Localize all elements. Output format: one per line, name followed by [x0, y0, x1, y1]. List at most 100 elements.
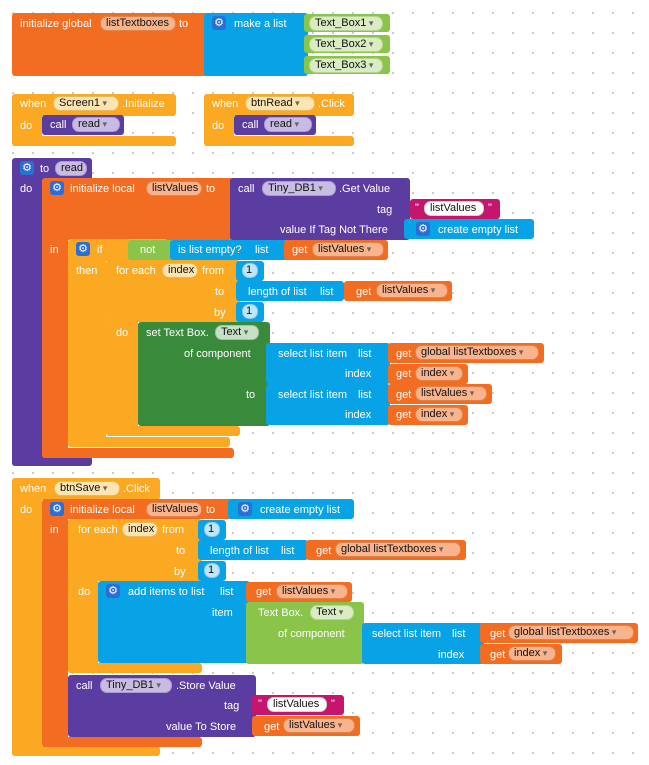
get-label: get [396, 348, 412, 360]
number-field-by[interactable]: 1 [242, 304, 258, 319]
not-label: not [140, 244, 156, 256]
not-block[interactable] [128, 240, 176, 260]
do-label: do [20, 120, 33, 132]
value-to-store-label: value To Store [166, 721, 237, 733]
is-list-empty-block[interactable] [170, 240, 288, 260]
component-dropdown-screen1[interactable]: Screen1 [53, 96, 119, 111]
procedure-read-foot [12, 456, 92, 466]
is-list-empty-label: is list empty? [178, 244, 242, 256]
get-label: get [396, 368, 412, 380]
var-dropdown-index[interactable]: index [415, 407, 463, 422]
index-label: index [438, 649, 465, 661]
text-field-tag[interactable]: listValues [267, 697, 327, 712]
gear-icon[interactable]: ⚙ [20, 161, 34, 175]
get-label: get [316, 545, 332, 557]
gear-icon[interactable]: ⚙ [238, 502, 252, 516]
gear-icon[interactable]: ⚙ [212, 16, 226, 30]
component-dropdown-textbox2[interactable]: Text_Box2 [309, 37, 383, 52]
tag-label: tag [377, 204, 393, 216]
procedure-name-field[interactable]: read [55, 161, 87, 176]
open-quote: " [415, 202, 419, 214]
of-component-label: of component [278, 628, 345, 640]
event-btnread-click-foot [204, 136, 354, 146]
gear-icon[interactable]: ⚙ [50, 502, 64, 516]
length-of-list-block[interactable] [236, 281, 344, 301]
get-label: get [490, 649, 506, 661]
get-label: get [292, 244, 308, 256]
component-dropdown-tinydb1[interactable]: Tiny_DB1 [100, 678, 172, 693]
component-dropdown-tinydb1[interactable]: Tiny_DB1 [262, 181, 336, 196]
select-list-item-block[interactable] [266, 384, 390, 425]
list-label: list [320, 286, 334, 298]
for-range-spine [68, 577, 98, 673]
init-local-block[interactable] [42, 178, 234, 240]
for-each-label: for each [116, 265, 156, 277]
tag-label: tag [224, 700, 240, 712]
for-each-label: for each [78, 524, 118, 536]
number-field-by[interactable]: 1 [204, 563, 220, 578]
to-label: to [246, 389, 256, 401]
create-empty-list-block[interactable] [404, 219, 534, 239]
to-label: to [206, 183, 216, 195]
gear-icon[interactable]: ⚙ [106, 584, 120, 598]
by-label: by [214, 307, 226, 319]
create-empty-list-block[interactable] [228, 499, 354, 519]
init-global-label: initialize global [20, 18, 92, 30]
loop-var-field[interactable]: index [162, 263, 198, 278]
var-dropdown-listvalues[interactable]: listValues [376, 283, 448, 298]
component-dropdown-textbox1[interactable]: Text_Box1 [309, 16, 383, 31]
loop-var-field[interactable]: index [122, 522, 158, 537]
do-label: do [20, 504, 33, 516]
local-var-name-field[interactable]: listValues [146, 181, 202, 196]
get-label: get [356, 286, 372, 298]
gear-icon[interactable]: ⚙ [416, 222, 430, 236]
proc-dropdown-read[interactable]: read [72, 117, 120, 132]
for-range-foot [68, 663, 202, 673]
var-dropdown-index[interactable]: index [508, 646, 556, 661]
loop-do-label: do [78, 586, 91, 598]
local-var-name-field[interactable]: listValues [146, 502, 202, 517]
add-items-label: add items to list [128, 586, 205, 598]
method-store-value: .Store Value [176, 680, 236, 692]
select-list-item-label: select list item [278, 389, 348, 401]
component-dropdown-textbox3[interactable]: Text_Box3 [309, 58, 383, 73]
length-of-list-block[interactable] [198, 540, 308, 560]
select-list-item-label: select list item [372, 628, 442, 640]
var-dropdown-listvalues[interactable]: listValues [276, 584, 348, 599]
get-label: get [256, 586, 272, 598]
if-label: if [97, 244, 103, 256]
do-label: do [20, 183, 33, 195]
var-dropdown-listvalues[interactable]: listValues [415, 386, 487, 401]
add-items-to-list-block[interactable] [98, 581, 250, 663]
event-screen1-initialize-foot [12, 136, 176, 146]
to-label: to [206, 504, 216, 516]
procedure-read-spine [12, 176, 42, 466]
select-list-item-block[interactable] [266, 343, 390, 384]
global-var-name-field[interactable]: listTextboxes [100, 16, 176, 31]
gear-icon[interactable]: ⚙ [76, 242, 90, 256]
when-label: when [20, 483, 47, 495]
init-local-label: initialize local [70, 183, 135, 195]
make-list-label: make a list [234, 18, 287, 30]
text-field-tag[interactable]: listValues [424, 201, 484, 216]
var-dropdown-global-listtextboxes[interactable]: global listTextboxes [335, 542, 461, 557]
number-field-from[interactable]: 1 [204, 522, 220, 537]
component-dropdown-btnsave[interactable]: btnSave [54, 481, 120, 496]
set-textbox-label: set Text Box. [146, 327, 209, 339]
var-dropdown-listvalues[interactable]: listValues [283, 718, 355, 733]
var-dropdown-global-listtextboxes[interactable]: global listTextboxes [415, 345, 539, 360]
gear-icon[interactable]: ⚙ [50, 181, 64, 195]
var-dropdown-global-listtextboxes[interactable]: global listTextboxes [508, 625, 634, 640]
init-global-to: to [179, 18, 189, 30]
close-quote: " [331, 698, 335, 710]
call-label: call [242, 119, 259, 131]
property-dropdown-text[interactable]: Text [310, 605, 354, 620]
get-label: get [396, 409, 412, 421]
number-field-from[interactable]: 1 [242, 263, 258, 278]
var-dropdown-listvalues[interactable]: listValues [312, 242, 384, 257]
select-list-item-block[interactable] [362, 623, 484, 664]
property-dropdown-text[interactable]: Text [215, 325, 259, 340]
component-dropdown-btnread[interactable]: btnRead [245, 96, 315, 111]
proc-dropdown-read[interactable]: read [264, 117, 312, 132]
var-dropdown-index[interactable]: index [415, 366, 463, 381]
